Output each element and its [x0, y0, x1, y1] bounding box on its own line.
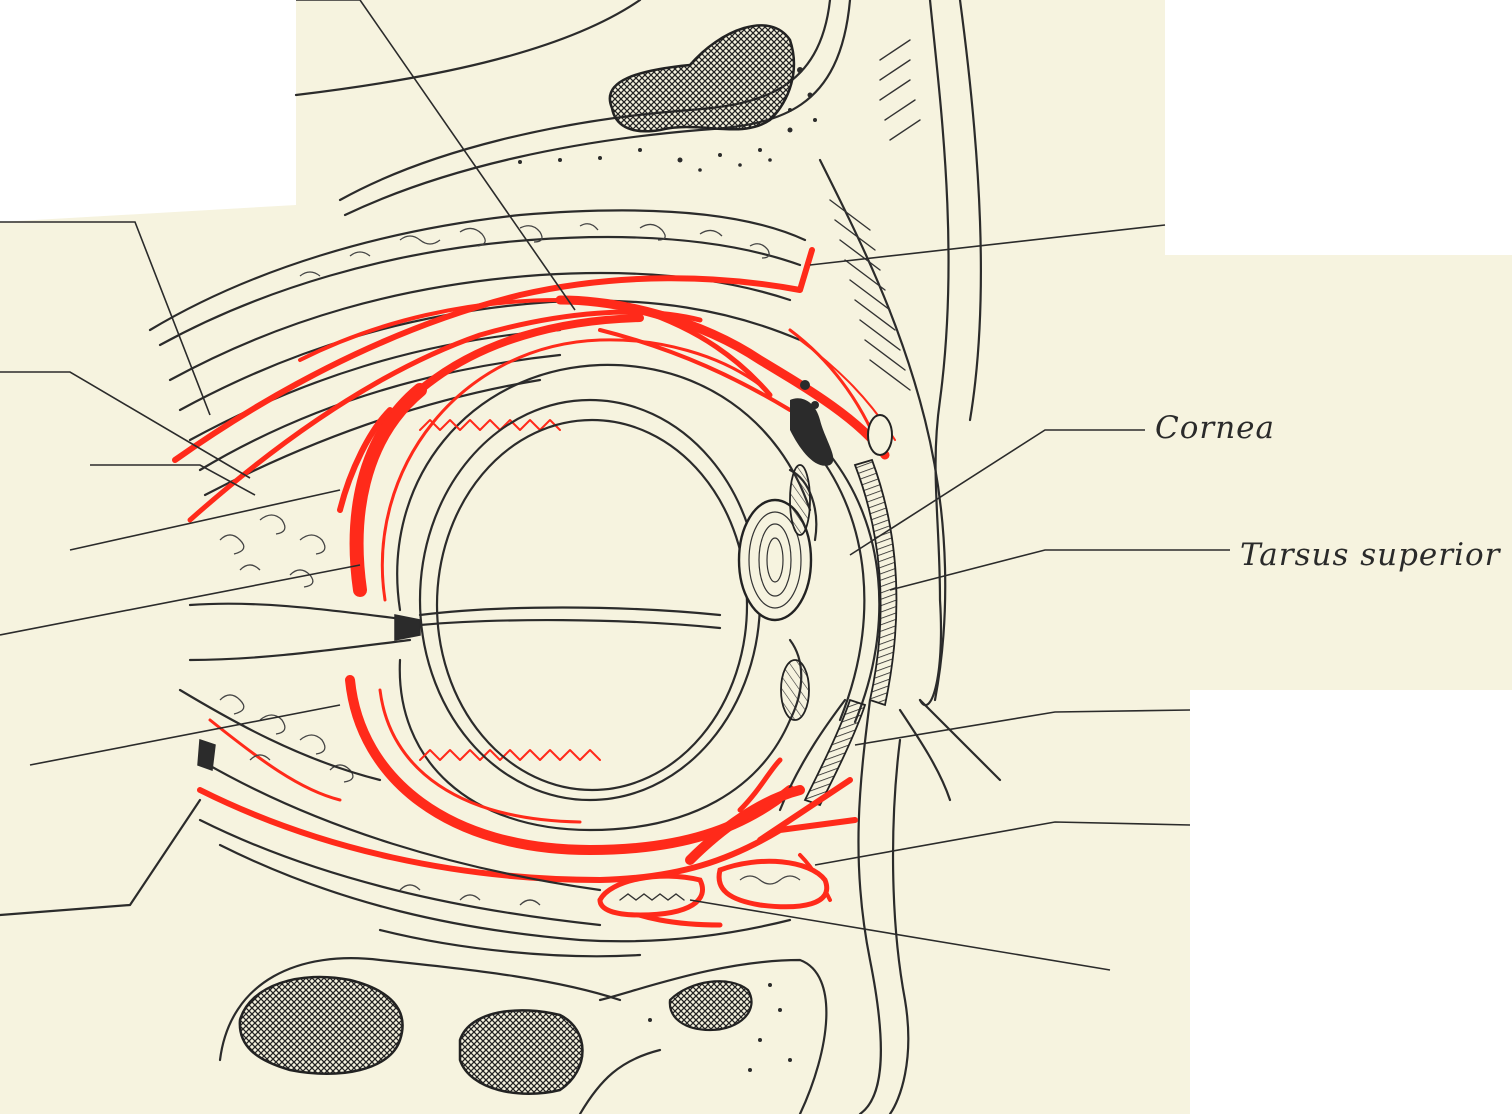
- orbital-floor: [178, 688, 792, 958]
- cornea-leader: [849, 429, 1145, 556]
- lower-eyelid: [778, 698, 910, 1114]
- upper-vessels: [172, 247, 890, 597]
- leader-lines: [0, 0, 1230, 971]
- frontal-bone: [294, 0, 852, 217]
- lacrimal-region: [597, 858, 830, 918]
- tarsus-superior-label: Tarsus superior: [1240, 537, 1502, 573]
- lower-vessels: [197, 718, 858, 928]
- left-outline: [0, 798, 202, 917]
- frontal-sinus: [608, 24, 796, 133]
- maxillary-sinus: [218, 957, 828, 1114]
- eyeball: [188, 338, 812, 855]
- tarsus-superior-leader: [889, 549, 1230, 591]
- lens: [737, 498, 813, 622]
- tarsus-superior-plate: [853, 458, 898, 707]
- tarsus-inferior-plate: [803, 698, 867, 807]
- ciliary-body: [780, 464, 818, 722]
- cornea-shape: [813, 448, 881, 724]
- orbital-fat: [219, 514, 541, 906]
- upper-eyelid: [788, 0, 1002, 802]
- cornea-label: Cornea: [1155, 410, 1275, 446]
